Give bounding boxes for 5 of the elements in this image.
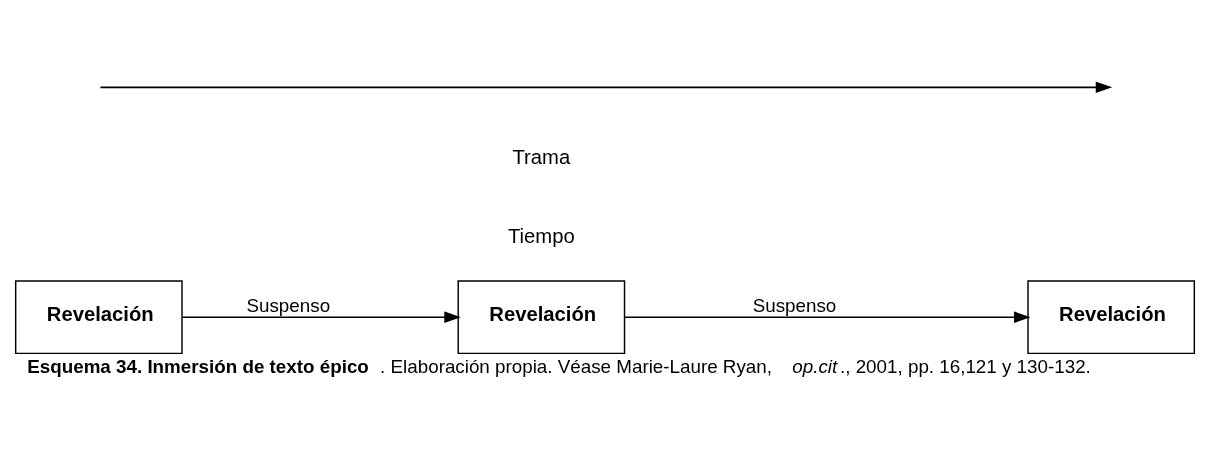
edge-label: Suspenso bbox=[246, 294, 331, 316]
label: Tiempo bbox=[508, 224, 575, 247]
caption: Esquema 34. Inmersión de texto épico. Elaboración propia. Véase Marie-Laure Ryan, op.cit., 2001, pp. 16,121 y 130-132. bbox=[27, 355, 1091, 377]
label: Trama bbox=[512, 145, 571, 168]
edge-label: Suspenso bbox=[752, 294, 837, 316]
